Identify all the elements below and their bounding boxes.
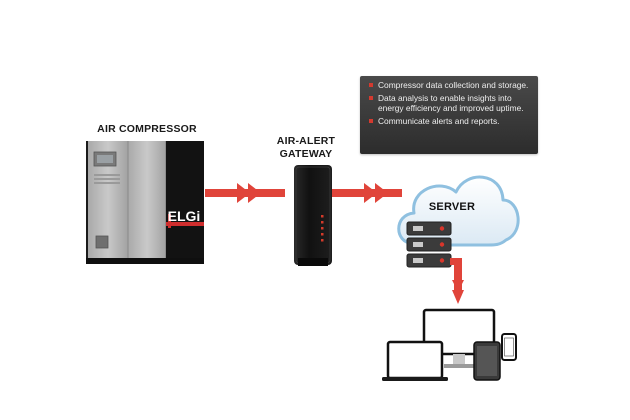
arrow-compressor-to-gateway bbox=[205, 183, 285, 203]
gateway-label-line1: AIR-ALERT bbox=[276, 135, 336, 147]
air-compressor-image bbox=[86, 141, 204, 264]
server-functions-list: Compressor data collection and storage. … bbox=[369, 80, 532, 126]
laptop-icon bbox=[382, 340, 448, 381]
red-bullet-icon bbox=[369, 95, 373, 100]
gateway-label: AIR-ALERT GATEWAY bbox=[266, 135, 346, 161]
phone-icon bbox=[501, 333, 517, 361]
brand-logo-text: ELGi bbox=[168, 208, 201, 224]
gateway-label-line2: GATEWAY bbox=[279, 148, 333, 160]
server-stack-icon bbox=[406, 221, 452, 268]
air-compressor-label: AIR COMPRESSOR bbox=[97, 123, 197, 135]
red-bullet-icon bbox=[369, 118, 373, 123]
gateway-status-leds bbox=[321, 215, 324, 242]
info-list-item: Compressor data collection and storage. bbox=[369, 80, 532, 91]
vent-grille bbox=[94, 174, 120, 184]
end-user-devices-icon bbox=[382, 308, 517, 381]
arrow-gateway-to-server bbox=[332, 183, 402, 203]
info-list-item: Data analysis to enable insights into en… bbox=[369, 93, 532, 114]
tablet-icon bbox=[473, 341, 501, 381]
red-bullet-icon bbox=[369, 83, 373, 87]
info-list-item: Communicate alerts and reports. bbox=[369, 116, 532, 127]
server-functions-info-box: Compressor data collection and storage. … bbox=[360, 76, 538, 154]
server-label: SERVER bbox=[428, 201, 476, 213]
arrow-server-to-devices bbox=[450, 258, 464, 304]
air-alert-gateway-device bbox=[294, 165, 332, 266]
